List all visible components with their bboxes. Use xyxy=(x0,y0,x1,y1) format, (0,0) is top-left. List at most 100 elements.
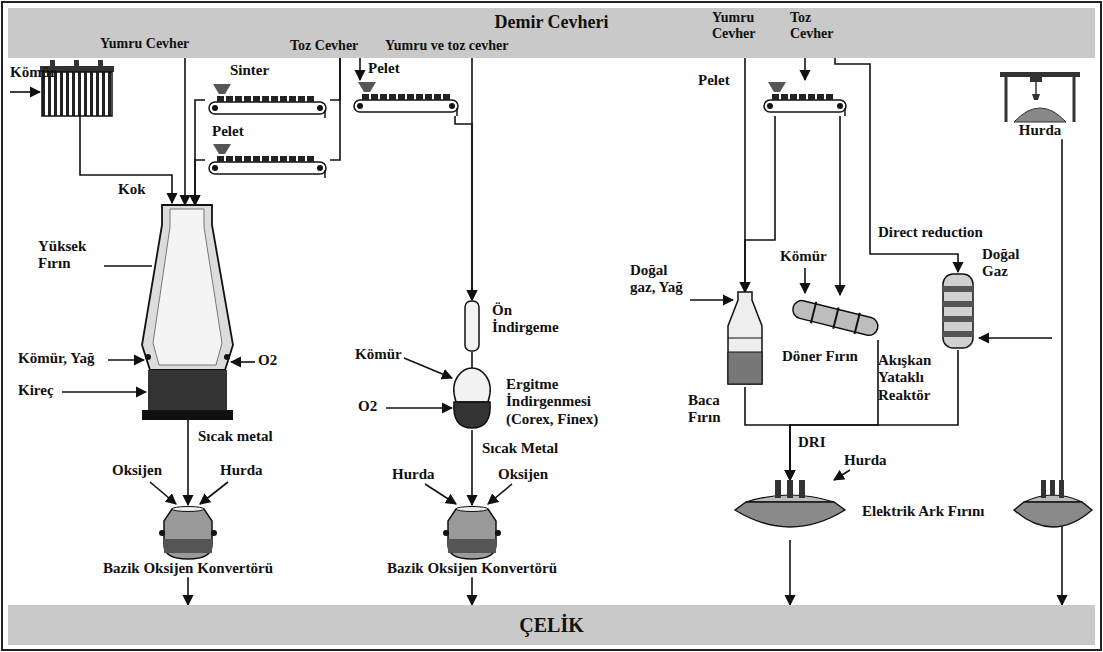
node-label: Elektrik Ark Fırını xyxy=(862,503,985,520)
node-label: Toz Cevher xyxy=(290,38,358,54)
node-label: Toz Cevher xyxy=(790,10,850,42)
smelting-reduction-vessel: Ergitme İndirgenmesi (Corex, Finex) xyxy=(448,368,496,430)
pellet-machine-symbol xyxy=(253,156,260,162)
band-title: ÇELİK xyxy=(519,614,583,637)
pellet-machine-symbol xyxy=(398,94,405,100)
pellet-machine-symbol xyxy=(350,80,462,116)
flow-connector xyxy=(790,350,958,480)
sinter-machine-symbol xyxy=(244,96,251,102)
band-title: Demir Cevheri xyxy=(494,12,608,33)
stream-label: Kömür xyxy=(780,248,827,265)
pellet-machine-symbol xyxy=(760,80,850,116)
flow-connector xyxy=(195,160,205,205)
flow-connector xyxy=(1061,139,1063,605)
pellet-machine-symbol xyxy=(213,144,231,154)
pellet-machine-symbol xyxy=(808,94,815,100)
fluidized-bed-reactor-symbol xyxy=(943,301,973,307)
pre-reduction-vessel-symbol xyxy=(464,300,480,352)
pellet-machine: Pelet xyxy=(760,80,850,116)
oxygen-converter-symbol xyxy=(211,530,217,536)
scrap-crane-symbol xyxy=(1014,108,1066,122)
blast-furnace-symbol xyxy=(140,205,235,420)
sinter-machine-symbol xyxy=(213,84,231,94)
sinter-machine-symbol xyxy=(205,82,330,118)
input-arrow xyxy=(404,358,452,378)
sinter-machine-symbol xyxy=(226,96,233,102)
scrap-crane-symbol xyxy=(1032,94,1040,100)
node-label: Akışkan Yataklı Reaktör xyxy=(878,352,948,404)
arc-furnace-symbol xyxy=(1050,480,1055,496)
flow-connector xyxy=(839,116,841,295)
blast-furnace: Yüksek Fırın xyxy=(140,205,235,420)
electric-arc-furnace-symbol xyxy=(787,480,793,498)
node-label: Yumru ve toz cevher xyxy=(385,38,509,54)
pellet-machine-symbol xyxy=(380,94,387,100)
flow-connector xyxy=(455,116,472,300)
pellet-machine-symbol xyxy=(425,94,432,100)
pellet-machine-symbol xyxy=(837,103,843,109)
pellet-machine-symbol xyxy=(317,165,323,171)
stream-label: Hurda xyxy=(220,462,263,479)
flow-connector xyxy=(789,540,791,605)
sinter-machine-symbol xyxy=(217,96,224,102)
input-arrow xyxy=(62,391,146,393)
arc-furnace-symbol xyxy=(1024,495,1082,502)
pellet-machine-symbol xyxy=(799,94,806,100)
sinter-machine-symbol xyxy=(271,96,278,102)
pellet-machine-symbol xyxy=(362,94,369,100)
pellet-machine-symbol xyxy=(307,156,314,162)
oxygen-converter: Bazik Oksijen Konvertörü xyxy=(372,505,572,577)
input-arrow xyxy=(150,482,176,504)
oxygen-converter-symbol xyxy=(164,539,212,553)
node-label: Yüksek Fırın xyxy=(38,238,102,273)
scrap-crane-symbol xyxy=(1000,72,1080,77)
scrap-crane-symbol xyxy=(1073,72,1076,122)
smelting-reduction-vessel-symbol xyxy=(448,368,496,430)
connector-label: Sıcak Metal xyxy=(480,440,560,457)
ore-label: Yumru Cevher xyxy=(712,10,776,42)
scrap-crane-symbol xyxy=(1005,72,1008,122)
ore-label: Yumru Cevher xyxy=(100,36,189,52)
pellet-machine-symbol xyxy=(407,94,414,100)
node-label: Pelet xyxy=(212,123,244,140)
node-label: Baca Fırın xyxy=(688,392,734,427)
pellet-machine-symbol xyxy=(817,94,824,100)
electric-arc-furnace-symbol xyxy=(799,480,805,498)
arc-furnace-symbol xyxy=(1041,480,1046,498)
input-arrow xyxy=(10,92,1052,504)
pellet-machine-symbol xyxy=(226,156,233,162)
pellet-machine-symbol xyxy=(772,94,779,100)
input-arrow xyxy=(10,91,40,93)
flow-connector xyxy=(745,116,775,292)
scrap-crane-symbol xyxy=(1035,82,1037,94)
connector-label: Sıcak metal xyxy=(196,428,275,445)
sinter-machine-symbol xyxy=(212,105,218,111)
stream-label: Kömür xyxy=(355,346,402,363)
shaft-furnace-symbol xyxy=(728,292,762,384)
stream-label: Doğal Gaz xyxy=(982,246,1037,281)
oxygen-converter-symbol xyxy=(88,505,288,560)
fluidized-bed-reactor: Akışkan Yataklı Reaktör xyxy=(940,272,976,350)
pellet-machine-symbol xyxy=(205,142,330,178)
node-label: Ön İndirgeme xyxy=(492,302,572,337)
sinter-machine-symbol xyxy=(262,96,269,102)
flow-connector xyxy=(471,577,473,605)
pellet-machine-symbol xyxy=(324,170,326,178)
sinter-machine-symbol xyxy=(209,102,326,114)
electric-arc-furnace-symbol xyxy=(730,480,850,540)
flow-connector xyxy=(330,54,340,160)
pellet-machine-symbol xyxy=(768,82,786,92)
oxygen-converter-symbol xyxy=(443,530,449,536)
blast-furnace-symbol xyxy=(145,354,151,360)
sinter-machine-symbol xyxy=(253,96,260,102)
stream-label: Hurda xyxy=(844,452,887,469)
sinter-machine-symbol xyxy=(324,110,326,118)
pellet-machine-symbol xyxy=(357,103,363,109)
input-arrow xyxy=(80,116,172,203)
rotary-kiln-symbol xyxy=(811,302,816,323)
blast-furnace-symbol xyxy=(142,410,233,420)
stream-label: Oksijen xyxy=(498,466,548,483)
stream-label: Kömür, Yağ xyxy=(18,350,94,367)
product-band: ÇELİK xyxy=(8,605,1095,645)
pellet-machine-symbol xyxy=(456,108,458,116)
